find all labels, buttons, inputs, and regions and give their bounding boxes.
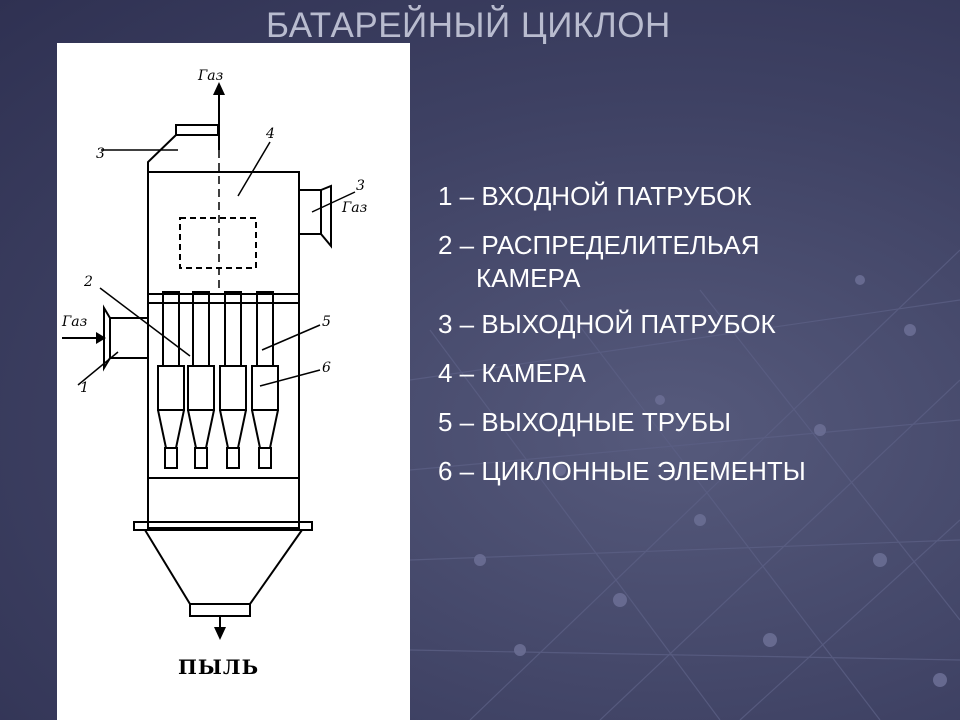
legend-item-3-text: 3 – ВЫХОДНОЙ ПАТРУБОК [438, 309, 776, 339]
right-outlet-pipe [298, 189, 322, 235]
legend-item-6: 6 – ЦИКЛОННЫЕ ЭЛЕМЕНТЫ [438, 453, 806, 489]
right-outlet-flange [320, 184, 332, 249]
legend-item-1: 1 – ВХОДНОЙ ПАТРУБОК [438, 178, 806, 214]
dust-hopper [144, 529, 303, 605]
legend-item-4-text: 4 – КАМЕРА [438, 358, 586, 388]
top-outlet-nozzle [175, 124, 219, 136]
gas-right-label: Газ [341, 200, 367, 216]
top-gas-arrow-icon [213, 82, 225, 95]
gas-top-label: Газ [197, 68, 223, 84]
callout-4: 4 [265, 126, 275, 142]
callout-5: 5 [322, 314, 331, 330]
chamber-box [179, 217, 257, 269]
legend-item-2-text: 2 – РАСПРЕДЕЛИТЕЛЬАЯ [438, 230, 760, 260]
legend-list: 1 – ВХОДНОЙ ПАТРУБОК 2 – РАСПРЕДЕЛИТЕЛЬА… [438, 178, 806, 502]
legend-item-6-text: 6 – ЦИКЛОННЫЕ ЭЛЕМЕНТЫ [438, 456, 806, 486]
cyclone-elements [157, 291, 279, 469]
cyclone-diagram-panel: Газ Газ Газ 3 4 3 2 5 6 1 ПЫЛЬ [57, 43, 410, 720]
legend-item-3: 3 – ВЫХОДНОЙ ПАТРУБОК [438, 306, 806, 342]
callout-3-left: 3 [96, 146, 105, 162]
dust-arrow-icon [214, 627, 226, 640]
gas-left-label: Газ [61, 314, 87, 330]
callout-2: 2 [83, 274, 93, 290]
base-flange [133, 521, 313, 531]
top-outlet-hood [147, 134, 177, 172]
legend-item-4: 4 – КАМЕРА [438, 355, 806, 391]
callout-leaders [77, 141, 356, 387]
legend-item-2-continuation: КАМЕРА [476, 263, 581, 293]
legend-item-1-text: 1 – ВХОДНОЙ ПАТРУБОК [438, 181, 752, 211]
left-inlet-pipe [109, 317, 149, 359]
callout-3-right: 3 [356, 178, 365, 194]
legend-item-5-text: 5 – ВЫХОДНЫЕ ТРУБЫ [438, 407, 732, 437]
battery-cyclone-diagram: Газ Газ Газ 3 4 3 2 5 6 1 ПЫЛЬ [61, 68, 367, 679]
dust-label: ПЫЛЬ [178, 655, 259, 679]
cyclone-housing [147, 171, 300, 529]
legend-item-5: 5 – ВЫХОДНЫЕ ТРУБЫ [438, 404, 806, 440]
left-gas-arrow-icon [96, 332, 106, 344]
callout-1: 1 [80, 380, 89, 396]
callout-6: 6 [322, 360, 331, 376]
hopper-outlet [189, 603, 251, 617]
slide-title: БАТАРЕЙНЫЙ ЦИКЛОН [266, 6, 671, 45]
